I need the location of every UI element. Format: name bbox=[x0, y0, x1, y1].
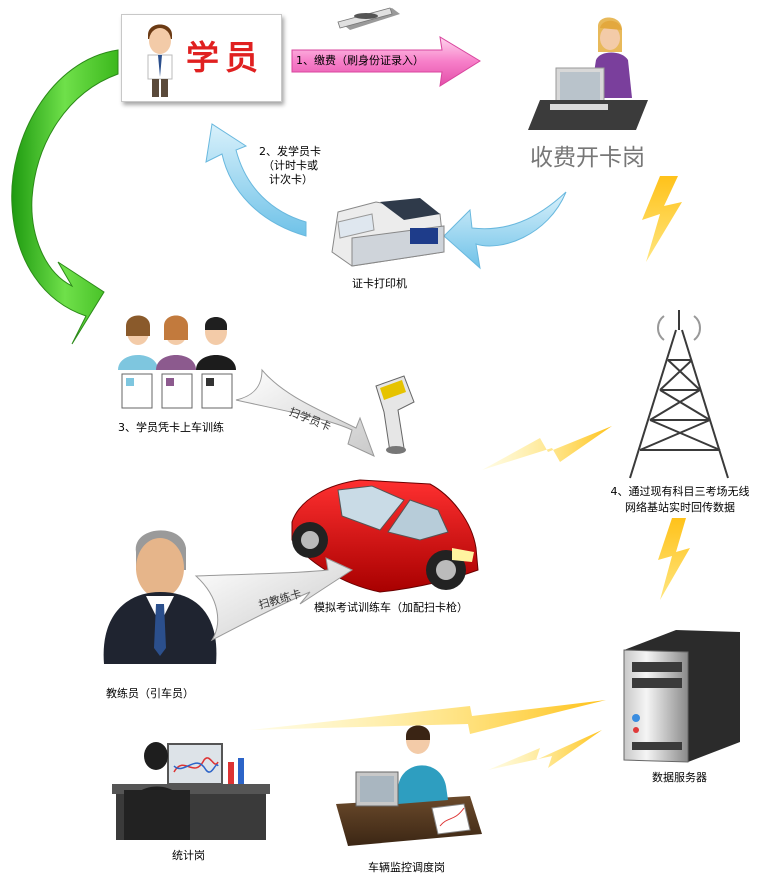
issue-card-line-1: 2、发学员卡 bbox=[259, 145, 321, 158]
lightning-bolt-5 bbox=[488, 730, 602, 770]
green-curved-arrow bbox=[11, 49, 119, 345]
tower-label-line-2: 网络基站实时回传数据 bbox=[625, 501, 735, 514]
card-printer-label: 证卡打印机 bbox=[352, 277, 407, 290]
issue-card-label: 2、发学员卡 （计时卡或 计次卡） bbox=[259, 145, 321, 187]
student-title: 学员 bbox=[186, 38, 264, 77]
pay-arrow-label: 1、缴费（刷身份证录入） bbox=[296, 54, 424, 67]
tower-label: 4、通过现有科目三考场无线 网络基站实时回传数据 bbox=[596, 484, 764, 516]
cashier-icon bbox=[528, 17, 648, 130]
training-car-label: 模拟考试训练车（加配扫卡枪） bbox=[314, 601, 468, 614]
issue-card-line-3: 计次卡） bbox=[269, 173, 313, 186]
card-reader-icon bbox=[337, 7, 400, 30]
blue-arrow-right bbox=[443, 191, 567, 270]
blue-arrow-left bbox=[205, 123, 307, 237]
lightning-bolt-2 bbox=[482, 426, 612, 470]
tower-label-line-1: 4、通过现有科目三考场无线 bbox=[610, 485, 750, 498]
monitor-station-icon bbox=[336, 725, 482, 846]
student-figure-icon bbox=[147, 24, 173, 97]
data-server-label: 数据服务器 bbox=[652, 771, 707, 784]
coach-label: 教练员（引车员） bbox=[106, 687, 194, 700]
scan-coach-arrow bbox=[194, 557, 354, 642]
pink-arrow bbox=[291, 36, 481, 87]
lightning-bolt-4 bbox=[250, 700, 606, 734]
coach-icon bbox=[103, 530, 217, 664]
data-server-icon bbox=[623, 630, 740, 763]
lightning-bolt-1 bbox=[642, 176, 682, 262]
training-car-icon bbox=[291, 479, 479, 593]
stats-station-label: 统计岗 bbox=[172, 849, 205, 862]
fee-station-title: 收费开卡岗 bbox=[530, 145, 645, 171]
stats-station-icon bbox=[112, 742, 270, 840]
radio-tower-icon bbox=[629, 310, 729, 479]
monitor-station-label: 车辆监控调度岗 bbox=[368, 861, 445, 874]
lightning-bolt-3 bbox=[658, 518, 690, 600]
card-printer-icon bbox=[331, 198, 445, 267]
issue-card-line-2: （计时卡或 bbox=[263, 159, 318, 172]
students-board-label: 3、学员凭卡上车训练 bbox=[118, 421, 224, 434]
students-group-icon bbox=[118, 315, 236, 409]
scan-student-arrow bbox=[235, 368, 375, 457]
student-card-box bbox=[121, 14, 282, 102]
barcode-scanner-icon bbox=[375, 375, 415, 454]
